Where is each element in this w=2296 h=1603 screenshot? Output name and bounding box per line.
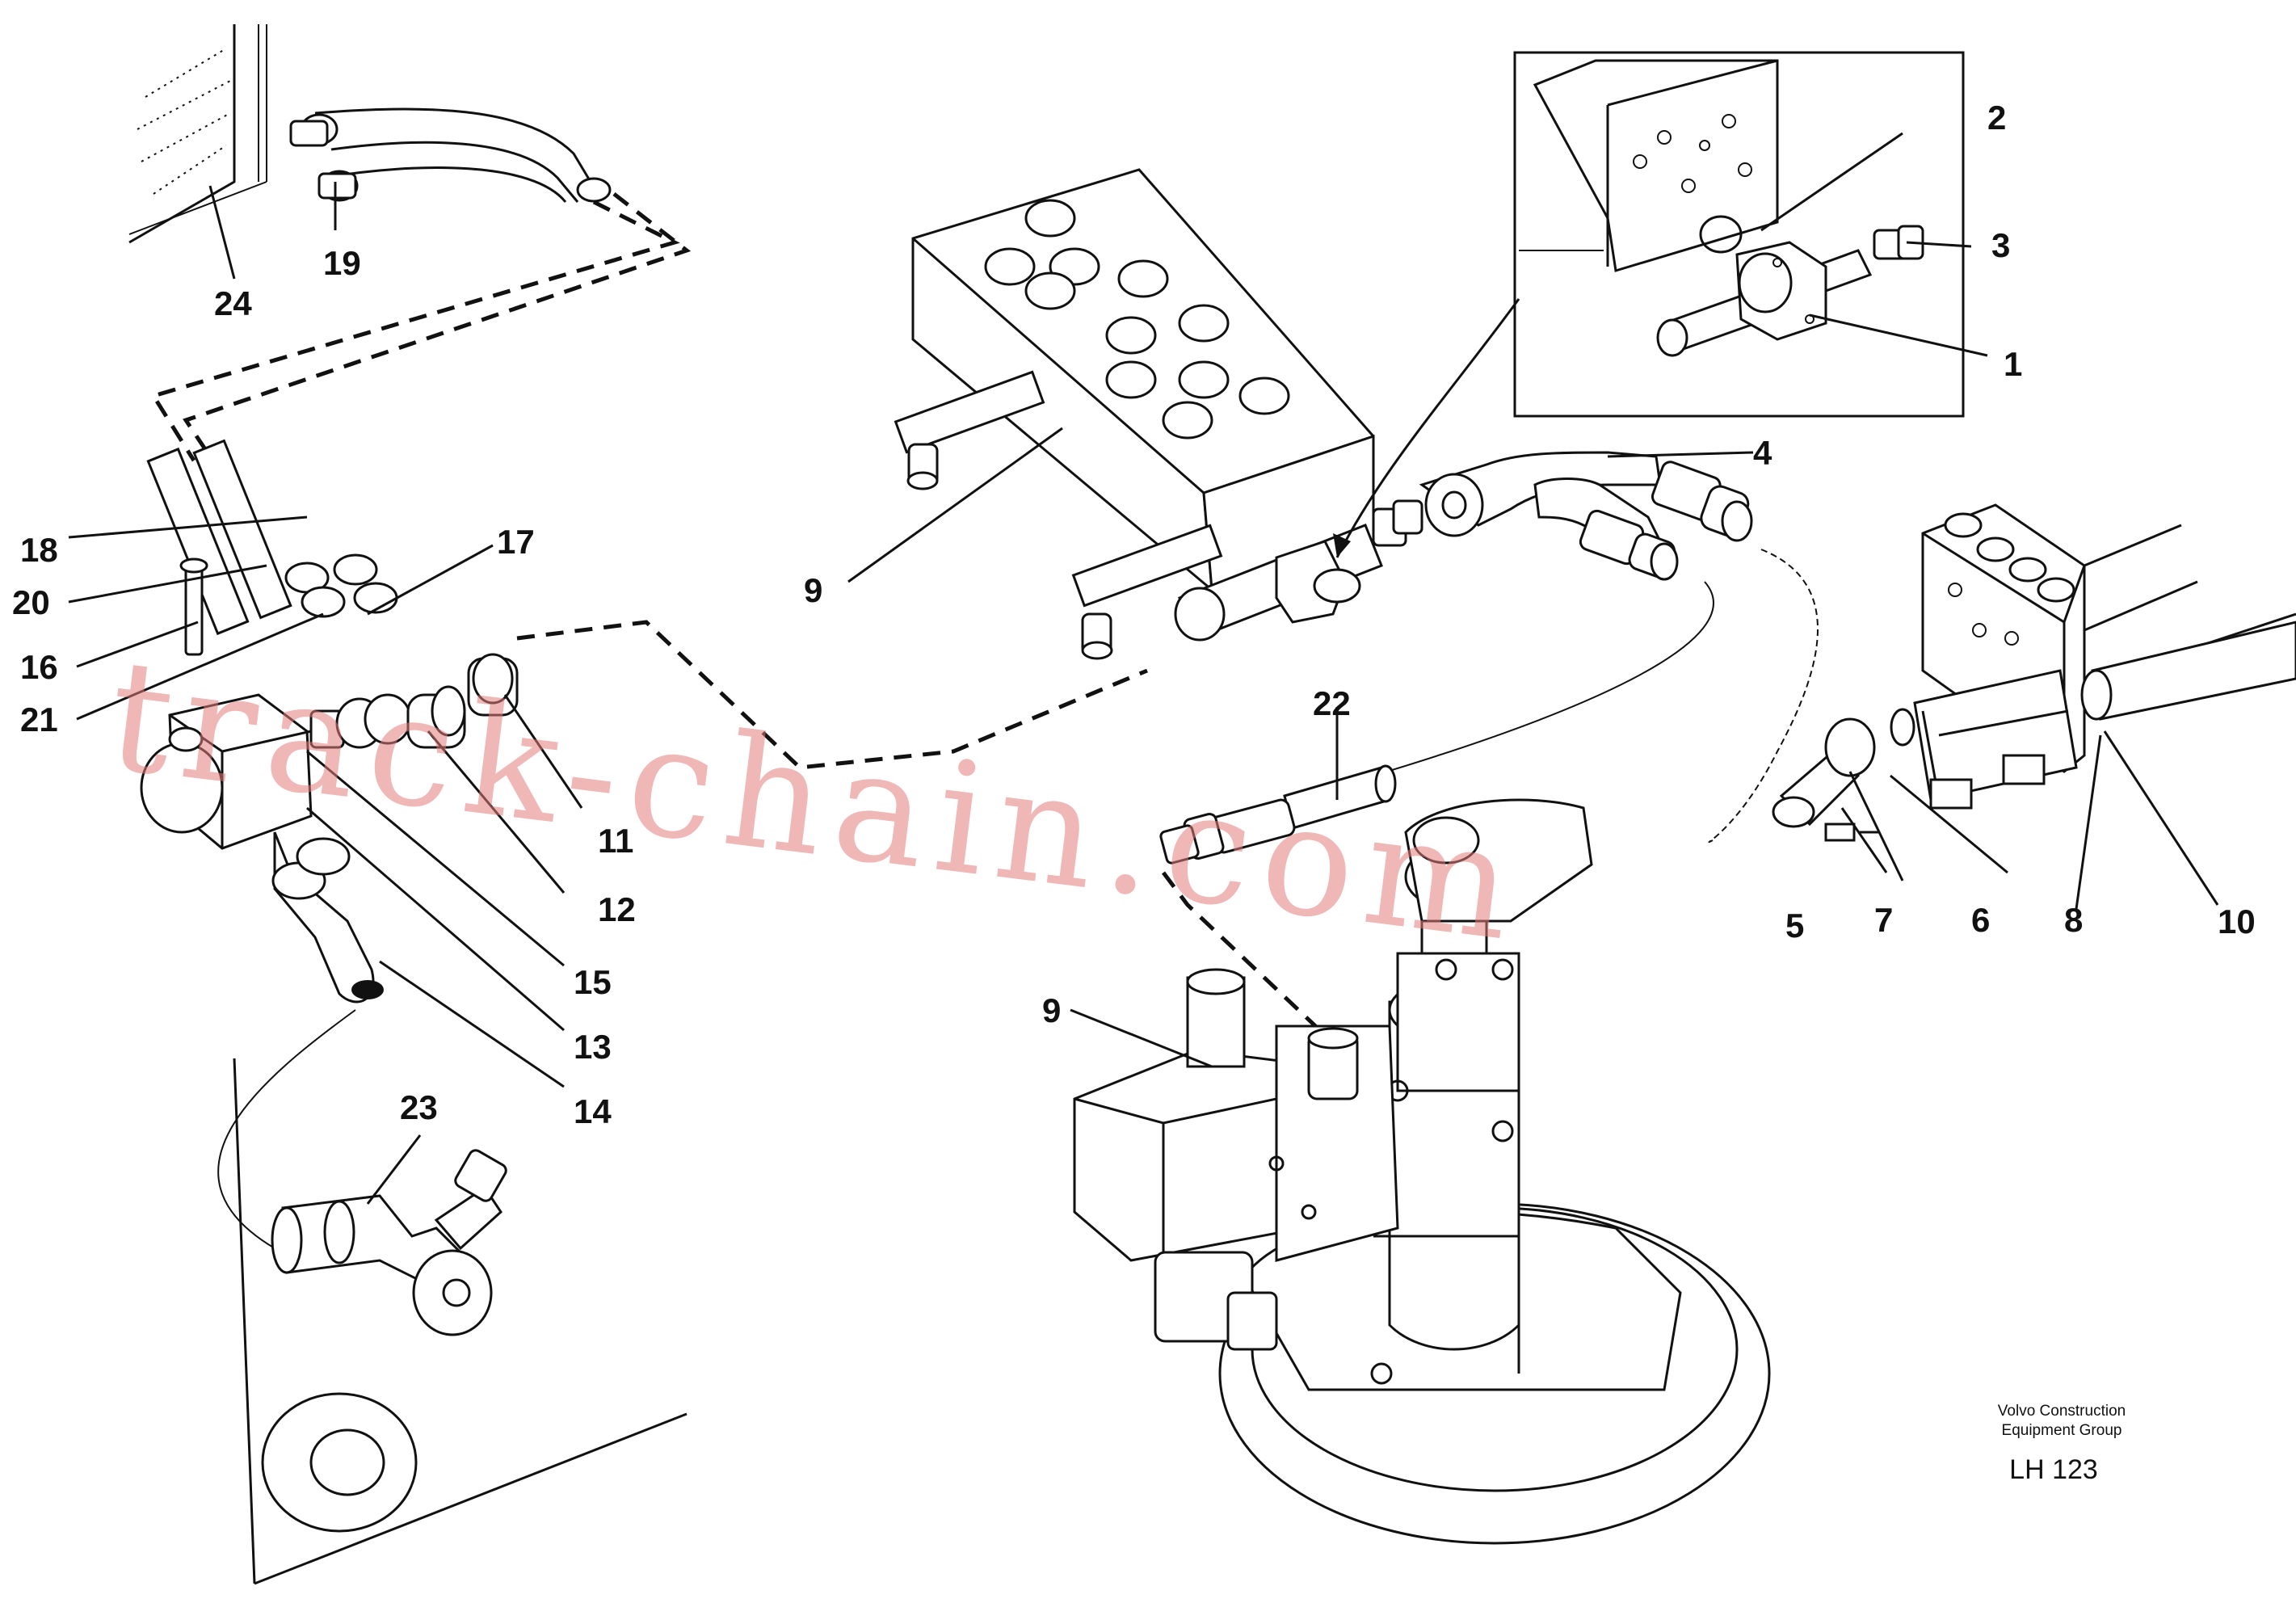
elbow-fitting-assembly (217, 1009, 688, 1585)
tank-hose-assembly (128, 24, 612, 244)
callout-9-bottom: 9 (1042, 991, 1061, 1029)
callout-20: 20 (12, 583, 50, 621)
callout-11: 11 (598, 822, 633, 860)
callout-8: 8 (2064, 901, 2083, 939)
inset-detail (1333, 51, 1965, 558)
manufacturer-line-2: Equipment Group (2002, 1422, 2122, 1439)
callout-2: 2 (1987, 99, 2006, 137)
watermark: track-chain.com (99, 625, 1532, 976)
callout-labels: 1 2 3 4 5 6 7 8 9 9 10 11 12 13 14 15 16… (12, 99, 2256, 1130)
callout-4: 4 (1753, 434, 1772, 472)
callout-19: 19 (323, 244, 361, 282)
callout-24: 24 (214, 284, 252, 322)
callout-10: 10 (2218, 902, 2256, 940)
callout-12: 12 (598, 890, 636, 928)
callout-16: 16 (20, 648, 58, 686)
callout-14: 14 (574, 1092, 612, 1130)
hose-clamp-assembly (146, 439, 398, 656)
manufacturer-line-1: Volvo Construction (1998, 1403, 2126, 1420)
callout-1: 1 (2004, 345, 2022, 383)
valve-block-left (140, 653, 519, 1003)
callout-17: 17 (497, 523, 535, 561)
callout-22: 22 (1313, 684, 1351, 722)
fitting-assembly-right (1772, 708, 1915, 842)
diagram-code: LH 123 (2009, 1454, 2098, 1485)
footer-caption: Volvo Construction Equipment Group LH 12… (1998, 1403, 2126, 1485)
callout-3: 3 (1991, 226, 2010, 264)
hose-assembly-22 (1159, 764, 1397, 865)
callout-15: 15 (574, 963, 612, 1001)
callout-9-top: 9 (804, 571, 822, 609)
hose-assembly-4 (1373, 451, 1819, 844)
callout-18: 18 (20, 531, 58, 569)
callout-13: 13 (574, 1028, 612, 1066)
callout-23: 23 (400, 1088, 438, 1126)
callout-21: 21 (20, 701, 58, 738)
hose-routing-lines (150, 192, 1343, 1052)
distribution-block (1913, 503, 2296, 810)
leader-lines (68, 132, 2219, 1205)
callout-6: 6 (1971, 901, 1990, 939)
swing-motor-assembly (1073, 798, 1771, 1545)
callout-7: 7 (1874, 901, 1893, 939)
control-valve-block (894, 168, 1423, 660)
callout-5: 5 (1785, 907, 1804, 945)
